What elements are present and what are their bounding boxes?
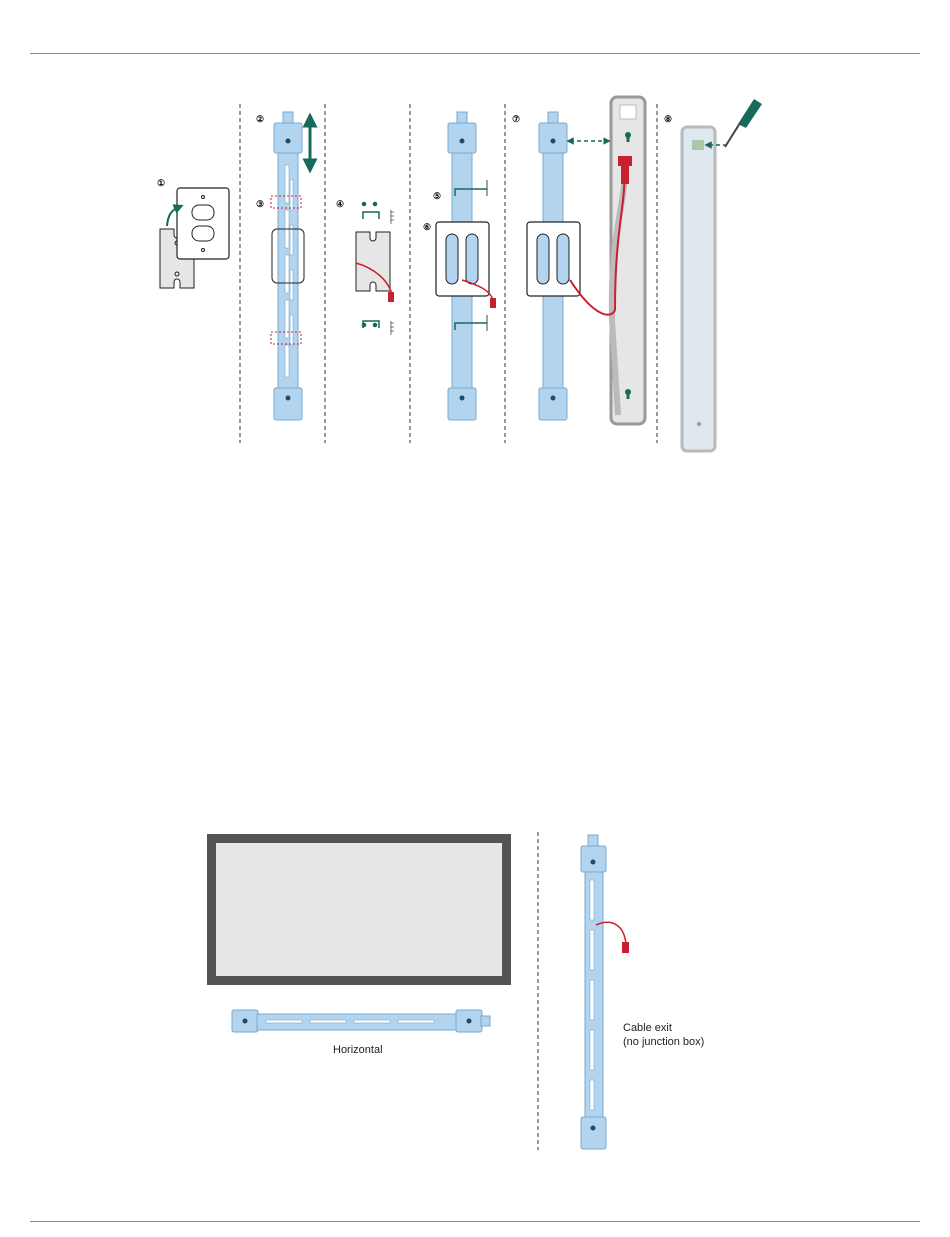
step-number-1: ① (157, 178, 165, 188)
wall-cover-closed (682, 127, 715, 451)
step-number-5: ⑤ (433, 191, 441, 201)
outlet-icon (177, 188, 229, 259)
step-8-group: ⑧ (664, 99, 762, 451)
step-number-7: ⑦ (512, 114, 520, 124)
screwdriver-icon (725, 99, 762, 147)
step-4-group: ④ (336, 199, 394, 335)
cable-exit-label: Cable exit (623, 1022, 672, 1034)
step-5-6-group: ⑤ ⑥ (423, 112, 496, 420)
horizontal-label: Horizontal (333, 1044, 383, 1056)
vertical-cable-exit-group: Cable exit (no junction box) (581, 835, 704, 1149)
step-number-6: ⑥ (423, 222, 431, 232)
vertical-rail-step2 (271, 112, 304, 420)
step-number-8: ⑧ (664, 114, 672, 124)
step-number-3: ③ (256, 199, 264, 209)
mounting-plate (356, 232, 394, 302)
step-number-2: ② (256, 114, 264, 124)
cable-exit-sublabel: (no junction box) (623, 1036, 704, 1048)
step-1-group: ① (157, 178, 229, 288)
step-2-3-group: ② ③ (256, 112, 310, 420)
tv-screen (216, 843, 502, 976)
step-7-group: ⑦ (512, 97, 645, 424)
step-number-4: ④ (336, 199, 344, 209)
junction-plate-step7 (527, 222, 580, 296)
tv-horizontal-group: Horizontal (207, 834, 511, 1056)
horizontal-rail (232, 1010, 490, 1032)
junction-plate (436, 222, 496, 308)
wall-cover-panel (570, 97, 645, 424)
